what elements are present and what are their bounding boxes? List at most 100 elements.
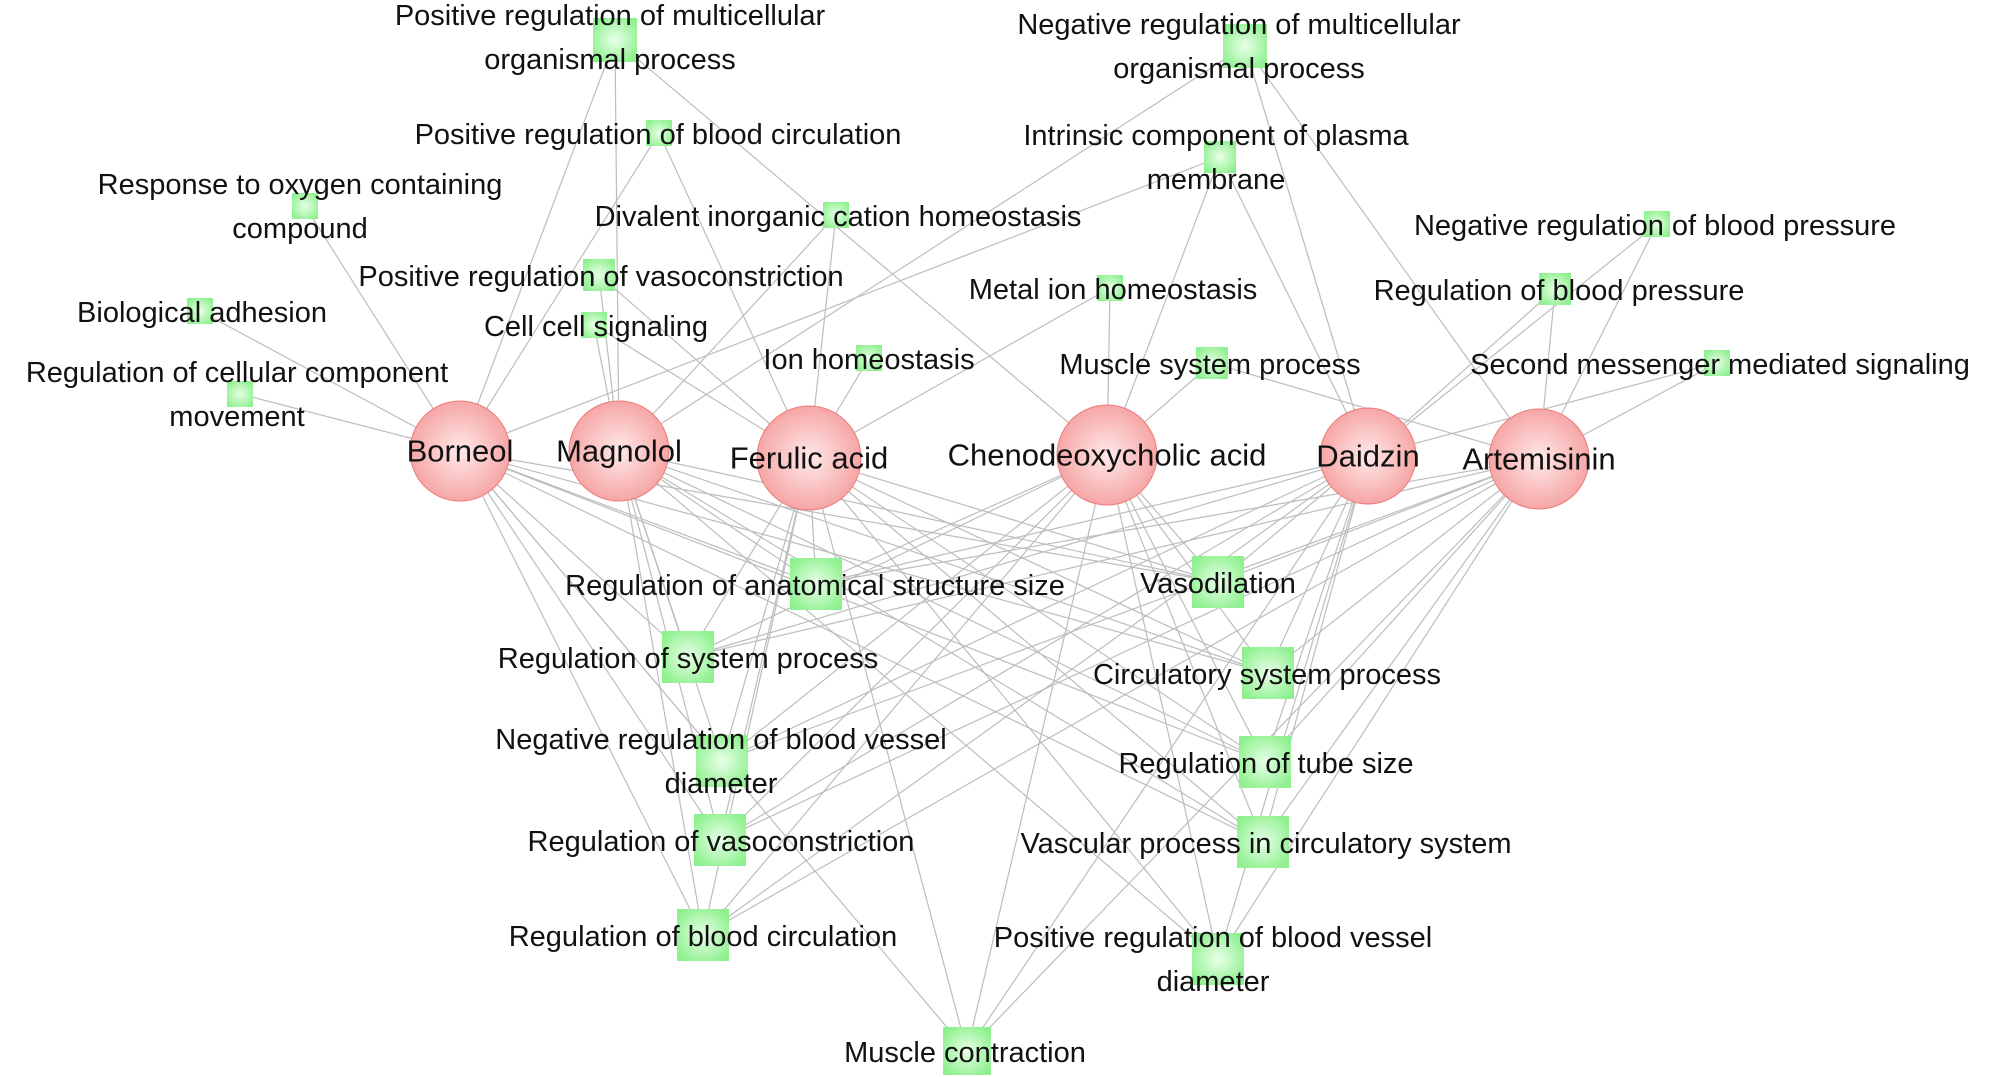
term-square bbox=[593, 18, 637, 62]
term-node-t26[interactable]: Positive regulation of blood vesseldiame… bbox=[994, 922, 1432, 998]
term-label: Vasodilation bbox=[1140, 568, 1296, 600]
compound-node-borneol[interactable]: Borneol bbox=[407, 400, 514, 502]
edge-daidzin-t4 bbox=[1219, 156, 1369, 457]
compound-label: Artemisinin bbox=[1462, 442, 1615, 477]
term-node-t23[interactable]: Regulation of vasoconstriction bbox=[528, 814, 915, 866]
edge-daidzin-t2 bbox=[1244, 45, 1369, 457]
edge-borneol-t24 bbox=[459, 450, 1264, 843]
edge-magnolol-t26 bbox=[618, 450, 1219, 960]
edge-borneol-t1 bbox=[459, 39, 616, 452]
term-node-t22[interactable]: Regulation of tube size bbox=[1118, 736, 1414, 788]
edge-artemisinin-t26 bbox=[1217, 458, 1540, 960]
term-node-t10[interactable]: Metal ion homeostasis bbox=[969, 274, 1258, 306]
term-label: Response to oxygen containing bbox=[98, 169, 503, 201]
compound-label: Magnolol bbox=[556, 434, 682, 469]
term-square bbox=[694, 814, 746, 866]
edge-borneol-t19 bbox=[459, 450, 689, 658]
edge-artemisinin-t24 bbox=[1262, 458, 1540, 843]
term-node-t17[interactable]: Regulation of anatomical structure size bbox=[565, 558, 1065, 610]
term-label: compound bbox=[232, 213, 367, 245]
term-node-t9[interactable]: Biological adhesion bbox=[77, 297, 327, 329]
term-node-t18[interactable]: Vasodilation bbox=[1140, 556, 1296, 608]
term-square bbox=[1223, 24, 1267, 68]
term-label: Vascular process in circulatory system bbox=[1020, 828, 1511, 860]
term-label: Regulation of blood pressure bbox=[1374, 275, 1745, 307]
term-node-t11[interactable]: Regulation of blood pressure bbox=[1374, 273, 1745, 307]
compound-label: Ferulic acid bbox=[730, 441, 889, 476]
term-node-t3[interactable]: Positive regulation of blood circulation bbox=[415, 119, 902, 151]
term-square bbox=[1539, 273, 1571, 305]
term-square bbox=[1644, 211, 1670, 237]
edge-daidzin-t19 bbox=[687, 455, 1369, 658]
term-node-t25[interactable]: Regulation of blood circulation bbox=[509, 909, 898, 961]
compound-label: Borneol bbox=[407, 434, 514, 469]
term-label: Regulation of anatomical structure size bbox=[565, 570, 1065, 602]
term-node-t16[interactable]: Regulation of cellular component movement bbox=[26, 357, 448, 433]
term-node-t12[interactable]: Cell cell signaling bbox=[484, 311, 708, 343]
term-label: Metal ion homeostasis bbox=[969, 274, 1258, 306]
compound-node-cheno[interactable]: Chenodeoxycholic acid bbox=[948, 404, 1267, 506]
edge-artemisinin-t21 bbox=[721, 458, 1540, 762]
term-node-t6[interactable]: Divalent inorganic cation homeostasis bbox=[595, 201, 1082, 233]
edge-ferulic-t20 bbox=[808, 457, 1269, 674]
term-node-t14[interactable]: Muscle system process bbox=[1059, 347, 1361, 381]
term-node-t2[interactable]: Negative regulation of multicellularorga… bbox=[1017, 9, 1461, 85]
term-square bbox=[583, 259, 615, 291]
term-node-t5[interactable]: Response to oxygen containing compound bbox=[98, 169, 503, 245]
term-square bbox=[662, 631, 714, 683]
term-label: Regulation of cellular component bbox=[26, 357, 448, 389]
edge-daidzin-t22 bbox=[1264, 455, 1369, 763]
edge-cheno-t17 bbox=[815, 454, 1108, 585]
term-node-t19[interactable]: Regulation of system process bbox=[498, 631, 878, 683]
term-node-t7[interactable]: Negative regulation of blood pressure bbox=[1414, 210, 1896, 242]
term-square bbox=[187, 298, 213, 324]
compound-node-magnolol[interactable]: Magnolol bbox=[556, 400, 682, 502]
edge-cheno-t26 bbox=[1106, 454, 1219, 960]
edge-ferulic-t27 bbox=[808, 457, 968, 1052]
term-label: Cell cell signaling bbox=[484, 311, 708, 343]
edge-borneol-t23 bbox=[459, 450, 721, 841]
compound-node-daidzin[interactable]: Daidzin bbox=[1316, 407, 1420, 505]
compound-circle bbox=[756, 405, 862, 511]
term-label: diameter bbox=[1157, 966, 1270, 998]
term-node-t20[interactable]: Circulatory system process bbox=[1093, 647, 1441, 699]
term-node-t1[interactable]: Positive regulation of multicellularorga… bbox=[395, 0, 826, 76]
edge-magnolol-t21 bbox=[618, 450, 723, 762]
term-square bbox=[227, 381, 253, 407]
term-square bbox=[696, 735, 748, 787]
edge-borneol-t22 bbox=[459, 450, 1266, 763]
edge-artemisinin-t22 bbox=[1264, 458, 1540, 763]
term-node-t8[interactable]: Positive regulation of vasoconstriction bbox=[358, 259, 844, 293]
edge-magnolol-t1 bbox=[614, 39, 620, 452]
term-label: Ion homeostasis bbox=[763, 344, 974, 376]
term-label: membrane bbox=[1147, 164, 1286, 196]
term-label: Regulation of system process bbox=[498, 643, 878, 675]
term-square bbox=[790, 558, 842, 610]
term-label: Muscle system process bbox=[1059, 349, 1360, 381]
term-square bbox=[677, 909, 729, 961]
term-label: Regulation of vasoconstriction bbox=[528, 826, 915, 858]
term-label: Muscle contraction bbox=[844, 1037, 1086, 1069]
term-label: diameter bbox=[665, 768, 778, 800]
term-node-t21[interactable]: Negative regulation of blood vesseldiame… bbox=[495, 724, 946, 800]
term-node-t13[interactable]: Ion homeostasis bbox=[763, 344, 974, 376]
compound-node-ferulic[interactable]: Ferulic acid bbox=[730, 405, 889, 511]
compound-label: Chenodeoxycholic acid bbox=[948, 438, 1267, 473]
term-square bbox=[1192, 933, 1244, 985]
term-node-t27[interactable]: Muscle contraction bbox=[844, 1027, 1086, 1075]
term-label: movement bbox=[169, 401, 304, 433]
compound-node-artemisinin[interactable]: Artemisinin bbox=[1462, 408, 1616, 510]
edge-artemisinin-t23 bbox=[719, 458, 1540, 841]
term-label: Regulation of tube size bbox=[1118, 748, 1413, 780]
term-node-t24[interactable]: Vascular process in circulatory system bbox=[1020, 816, 1512, 868]
term-label: Negative regulation of blood pressure bbox=[1414, 210, 1896, 242]
term-label: Circulatory system process bbox=[1093, 659, 1441, 691]
edge-ferulic-t22 bbox=[808, 457, 1266, 763]
edge-daidzin-t27 bbox=[966, 455, 1369, 1052]
edge-borneol-t3 bbox=[459, 132, 660, 452]
term-node-t15[interactable]: Second messenger mediated signaling bbox=[1470, 349, 1970, 381]
term-node-layer: Positive regulation of multicellularorga… bbox=[26, 0, 1970, 1075]
term-square bbox=[1192, 556, 1244, 608]
